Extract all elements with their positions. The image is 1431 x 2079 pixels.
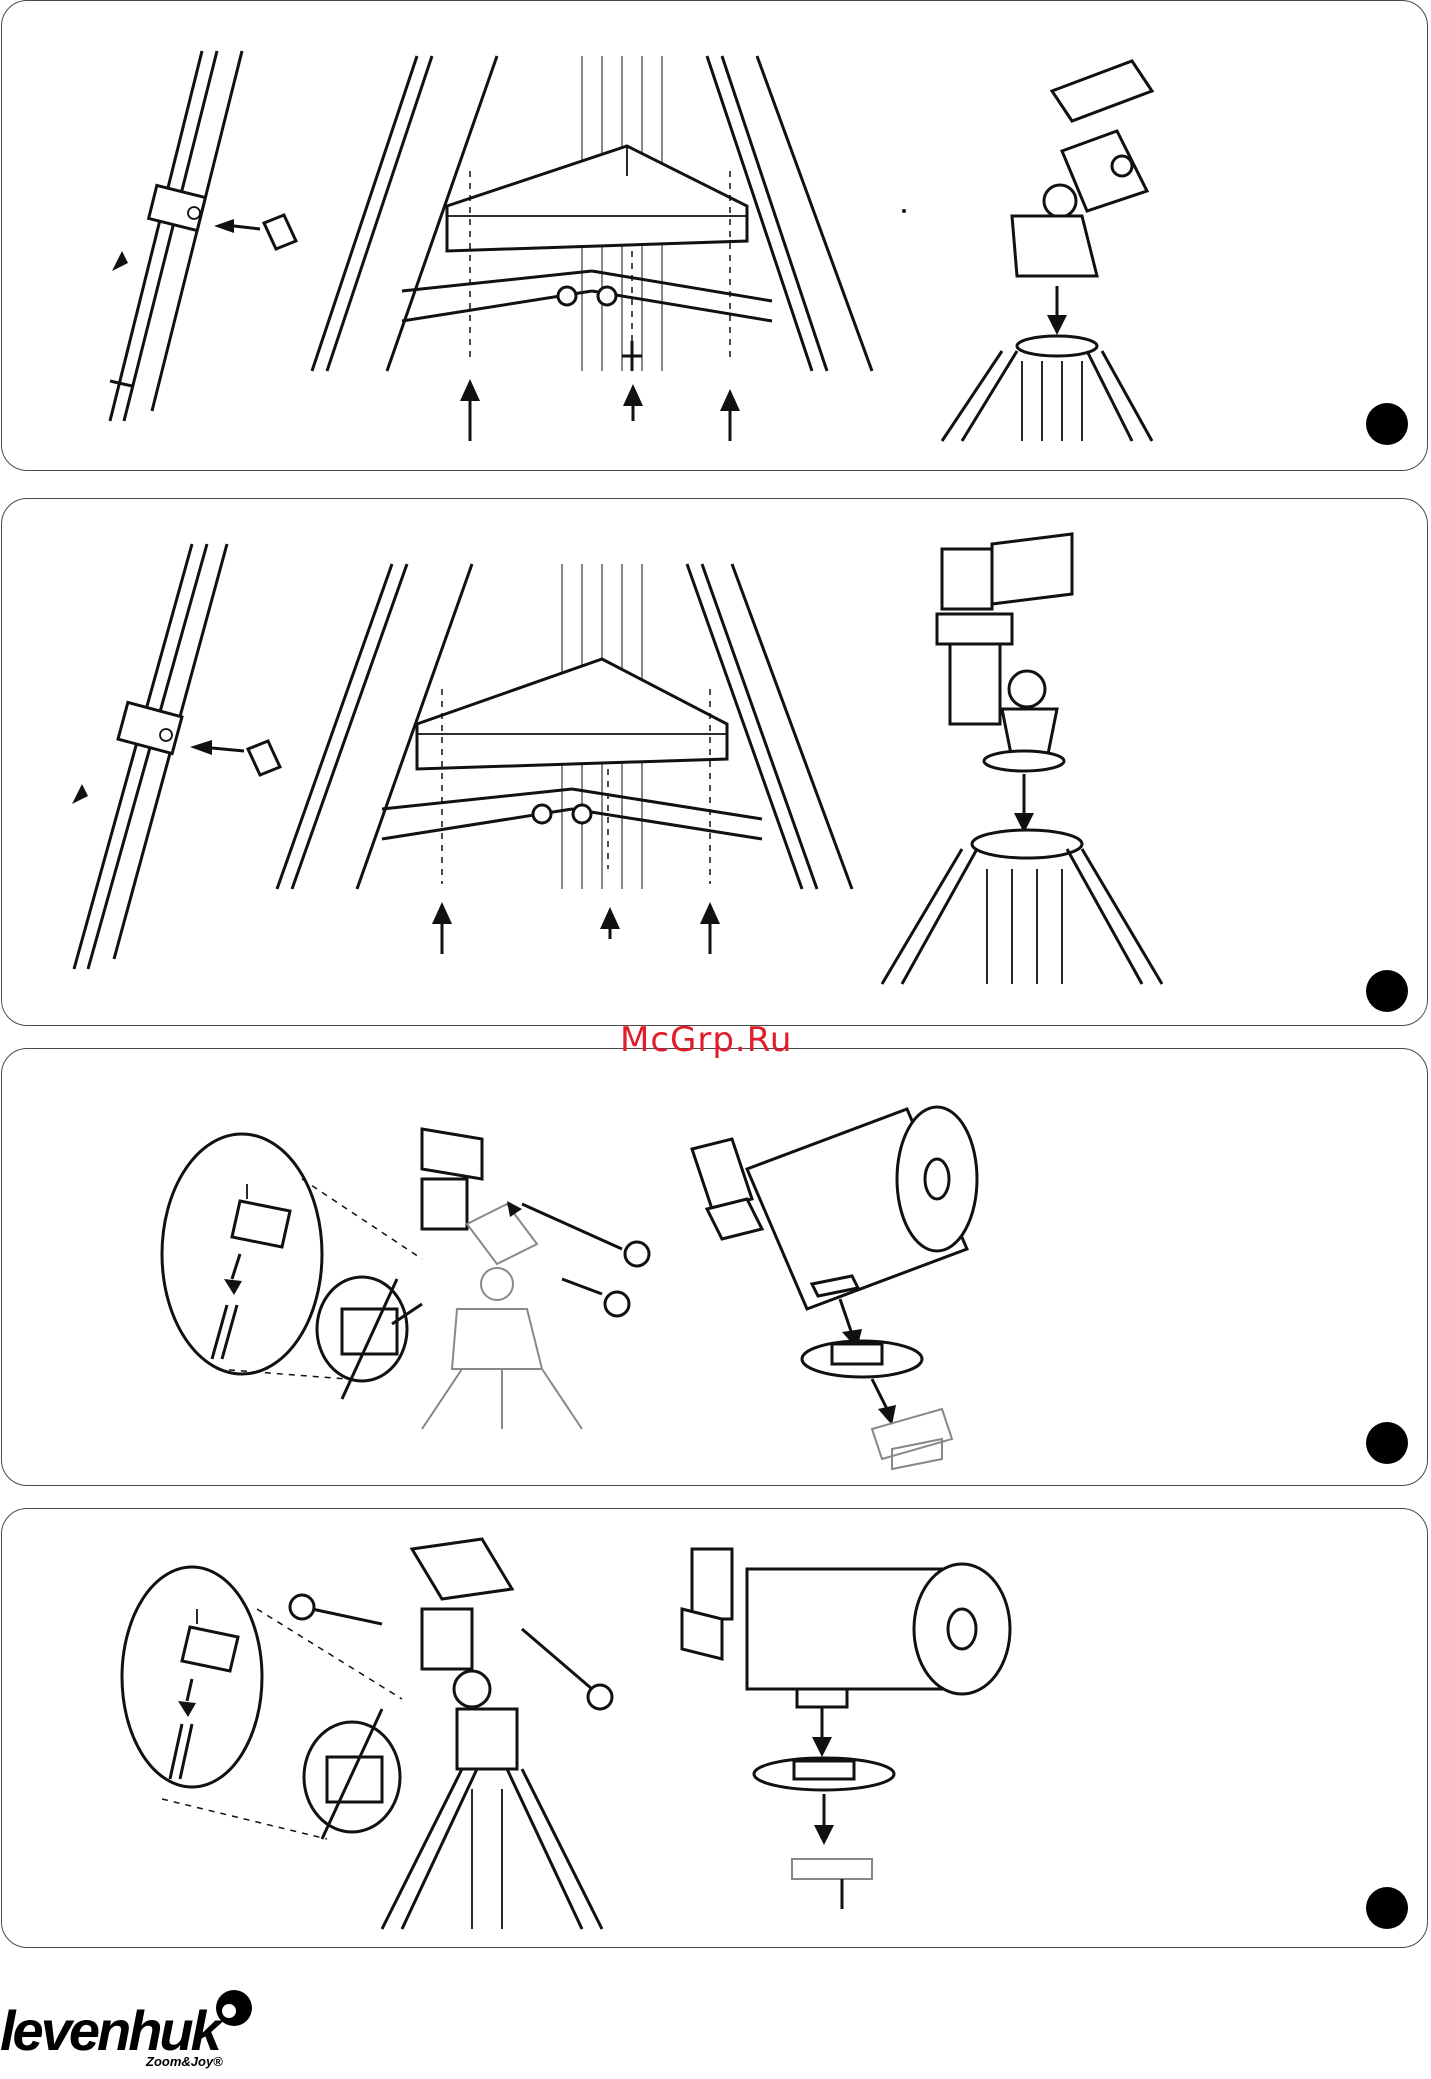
instruction-panel-3 (1, 1048, 1428, 1486)
instruction-panel-2 (1, 498, 1428, 1026)
logo-eye-icon (216, 1990, 252, 2026)
watermark-text: McGrp.Ru (620, 1020, 792, 1060)
telescope-ota-illustration (682, 1549, 1010, 1909)
accessory-tray-illustration (277, 564, 852, 954)
panel-3-illustration (2, 1049, 1428, 1486)
mount-on-tripod-illustration (882, 534, 1162, 984)
mount-assembly-illustration (422, 1129, 649, 1429)
counterweight-detail-illustration (122, 1567, 402, 1839)
instruction-panel-4 (1, 1508, 1428, 1948)
tripod-leg-illustration (110, 51, 242, 421)
accessory-tray-illustration (312, 56, 872, 441)
counterweight-detail-illustration (162, 1134, 422, 1399)
panel-4-illustration (2, 1509, 1428, 1948)
instruction-panel-1 (1, 0, 1428, 471)
mount-assembly-illustration (290, 1539, 612, 1929)
step-marker (1366, 1422, 1408, 1464)
panel-2-illustration (2, 499, 1428, 1026)
step-marker (1366, 1887, 1408, 1929)
tripod-leg-illustration (74, 544, 227, 969)
panel-1-illustration (2, 1, 1428, 471)
bracket-part (112, 215, 296, 271)
bracket-part (72, 740, 280, 804)
mount-on-tripod-illustration (902, 61, 1152, 441)
telescope-ota-illustration (692, 1107, 977, 1469)
step-marker (1366, 403, 1408, 445)
logo-tagline: Zoom&Joy® (146, 2054, 223, 2069)
brand-logo: levenhuk Zoom&Joy® (0, 1990, 260, 2070)
step-marker (1366, 970, 1408, 1012)
